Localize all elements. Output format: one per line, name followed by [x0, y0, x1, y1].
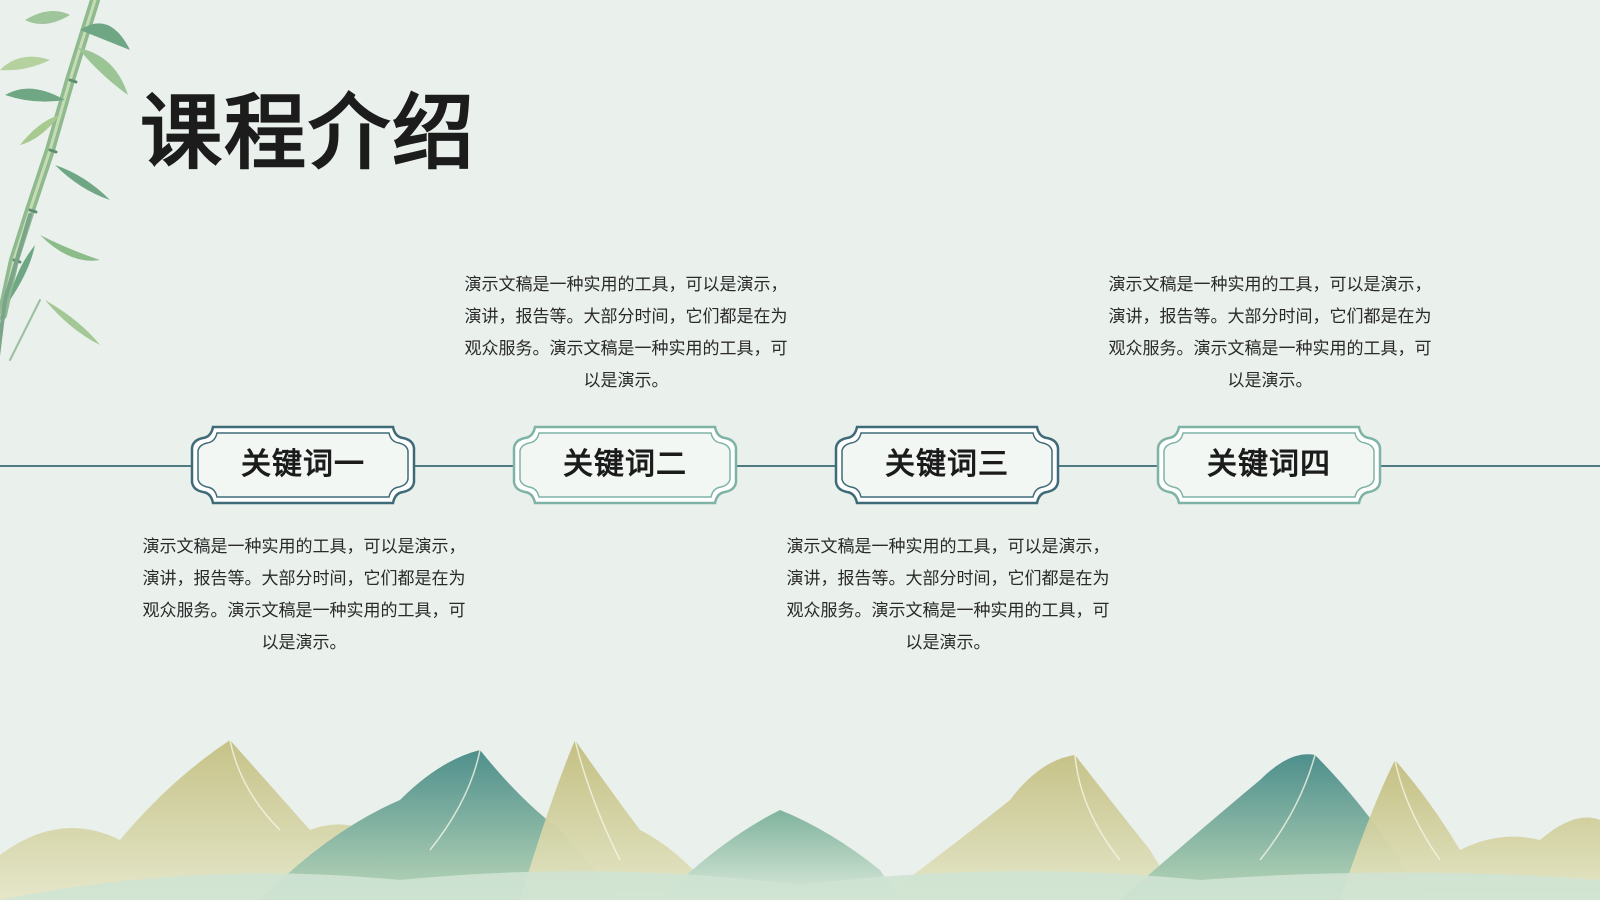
keyword-tag-3: 关键词三: [833, 424, 1061, 506]
keyword-label-1: 关键词一: [241, 447, 365, 482]
keyword-frame-icon: [512, 425, 738, 505]
keyword-tag-2: 关键词二: [511, 424, 739, 506]
keyword-label-2: 关键词二: [563, 447, 687, 482]
keyword-frame-icon: [190, 425, 416, 505]
keyword-frame-icon: [1156, 425, 1382, 505]
keyword-label-4: 关键词四: [1207, 447, 1331, 482]
timeline-line: [0, 465, 1600, 467]
keyword-tag-4: 关键词四: [1155, 424, 1383, 506]
description-2: 演示文稿是一种实用的工具，可以是演示，演讲，报告等。大部分时间，它们都是在为观众…: [464, 275, 788, 391]
description-4: 演示文稿是一种实用的工具，可以是演示，演讲，报告等。大部分时间，它们都是在为观众…: [1108, 275, 1432, 391]
keyword-tag-1: 关键词一: [189, 424, 417, 506]
bamboo-icon: [0, 0, 130, 361]
mountains-icon: [0, 740, 1600, 900]
keyword-frame-icon: [834, 425, 1060, 505]
description-1: 演示文稿是一种实用的工具，可以是演示，演讲，报告等。大部分时间，它们都是在为观众…: [142, 537, 466, 653]
keyword-label-3: 关键词三: [885, 447, 1009, 482]
description-3: 演示文稿是一种实用的工具，可以是演示，演讲，报告等。大部分时间，它们都是在为观众…: [786, 537, 1110, 653]
page-title: 课程介绍: [140, 85, 477, 181]
